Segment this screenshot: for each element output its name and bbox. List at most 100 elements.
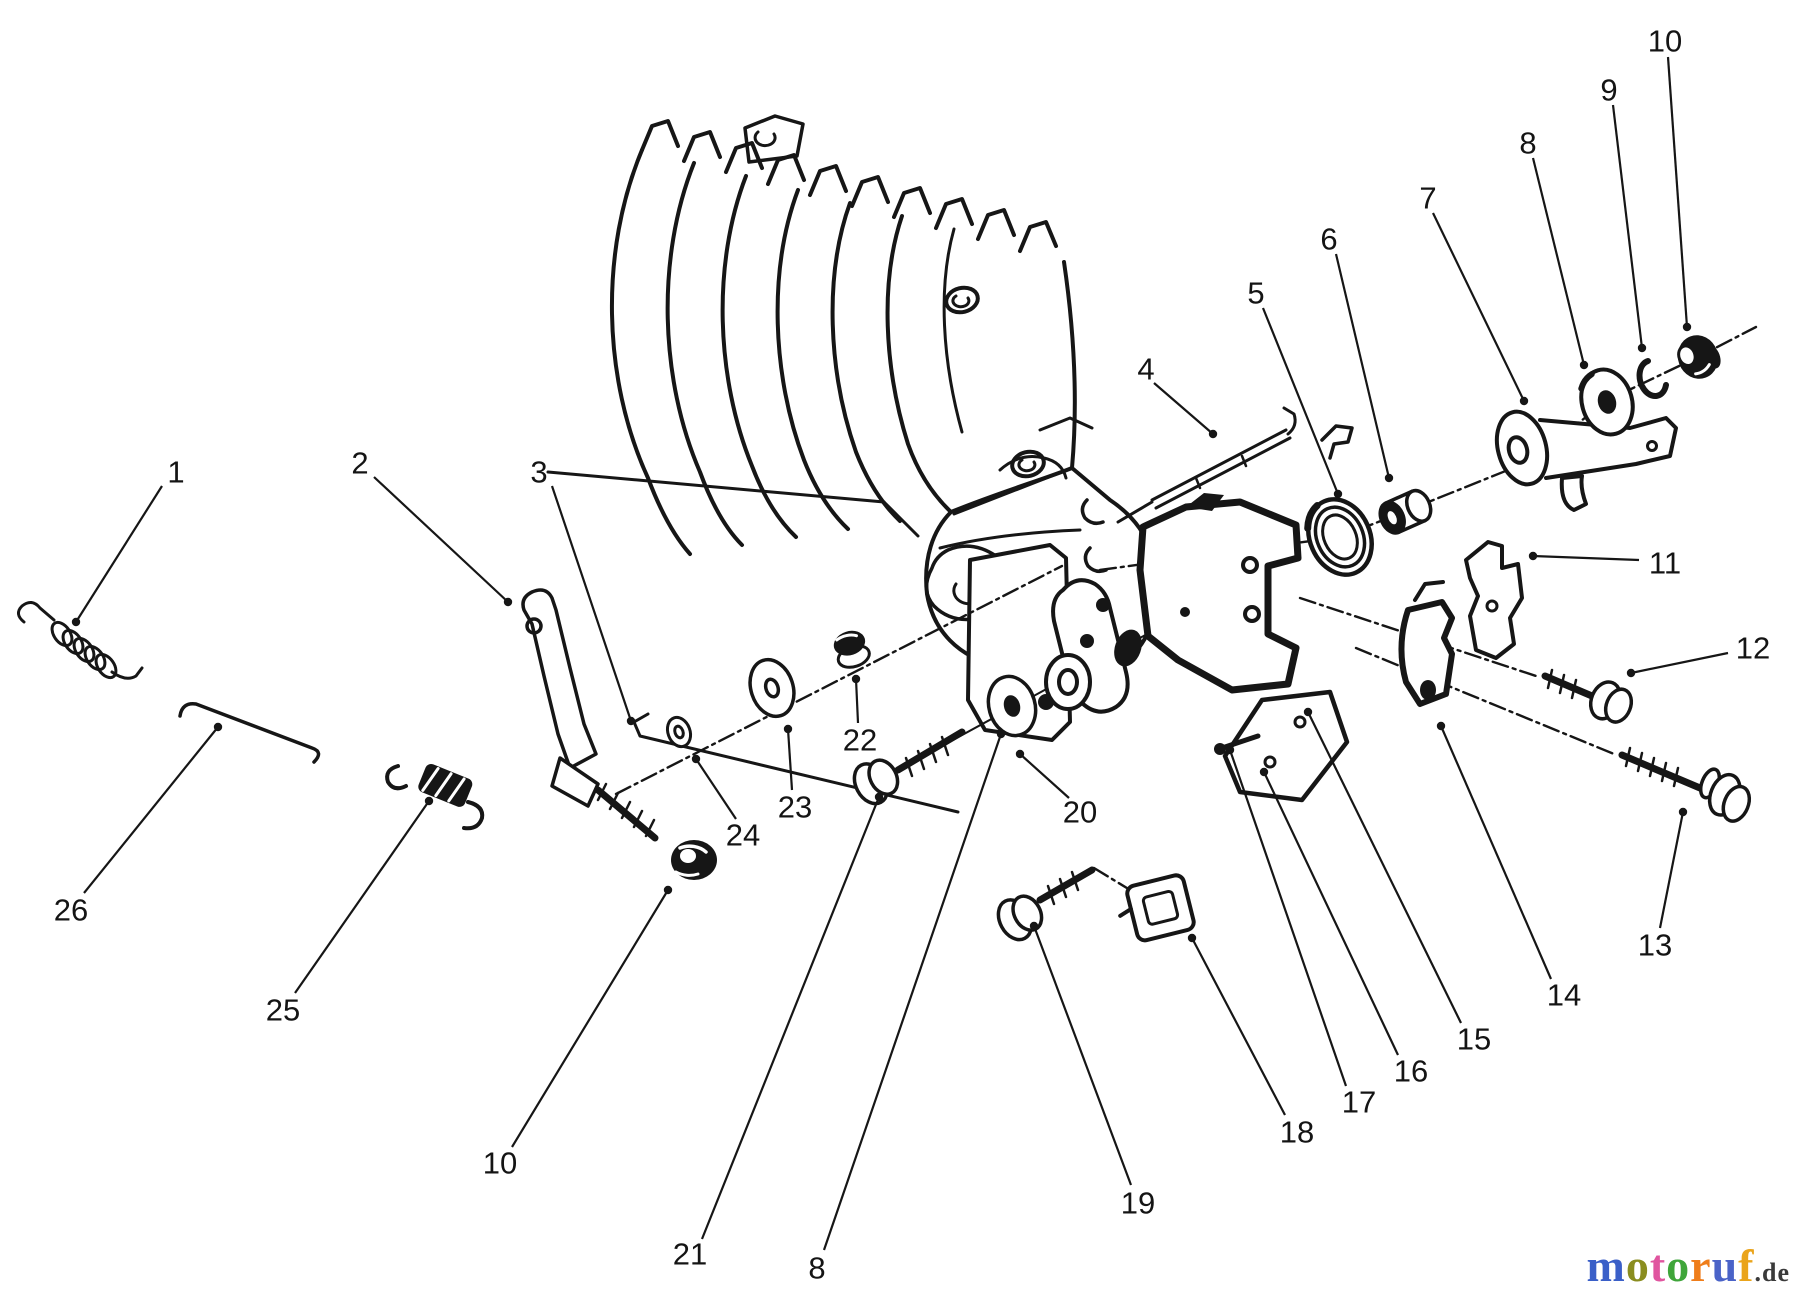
leader-dot xyxy=(1528,551,1538,561)
leader-line xyxy=(75,485,163,623)
part-number-label: 8 xyxy=(808,1251,825,1286)
leader-dot xyxy=(1259,767,1269,777)
leader-line xyxy=(1261,307,1340,495)
leader-line xyxy=(1334,253,1391,479)
leader-dot xyxy=(874,792,884,802)
leader-dot xyxy=(1333,489,1343,499)
part-governor-bracket xyxy=(1136,493,1302,694)
callout-17: 17 xyxy=(1225,745,1376,1120)
callout-12: 12 xyxy=(1626,631,1770,678)
leader-dot xyxy=(1436,721,1446,731)
callout-13: 13 xyxy=(1638,807,1688,963)
part-clamp-18 xyxy=(1118,873,1196,943)
callout-25: 25 xyxy=(266,796,434,1028)
callout-7: 7 xyxy=(1419,181,1529,406)
part-number-label: 16 xyxy=(1394,1054,1428,1089)
leader-line xyxy=(1532,554,1640,562)
watermark-letter: f xyxy=(1738,1240,1755,1291)
leader-line xyxy=(1032,925,1133,1186)
leader-dot xyxy=(1519,396,1529,406)
callout-15: 15 xyxy=(1303,707,1491,1057)
watermark-suffix: .de xyxy=(1754,1258,1790,1287)
part-spring-cup-5 xyxy=(1304,497,1374,577)
part-number-label: 5 xyxy=(1247,276,1264,311)
leader-line xyxy=(1666,56,1689,328)
watermark-letter: o xyxy=(1666,1240,1691,1291)
callout-16: 16 xyxy=(1259,767,1428,1089)
leader-dot xyxy=(1029,921,1039,931)
leader-dot xyxy=(1015,749,1025,759)
leader-line xyxy=(1439,725,1553,980)
leader-dot xyxy=(1678,807,1688,817)
callout-1: 1 xyxy=(71,455,185,627)
part-number-label: 10 xyxy=(483,1146,517,1181)
watermark-letter: m xyxy=(1586,1240,1626,1291)
part-nut-22 xyxy=(833,630,871,669)
leader-dot xyxy=(663,885,673,895)
leader-dot xyxy=(1682,322,1692,332)
part-number-label: 13 xyxy=(1638,928,1672,963)
callout-18: 18 xyxy=(1187,933,1314,1150)
part-number-label: 7 xyxy=(1419,181,1436,216)
part-governor-lever-20 xyxy=(1044,578,1142,714)
callout-10-dup: 10 xyxy=(483,885,673,1181)
part-number-label: 11 xyxy=(1649,546,1681,581)
part-number-label: 19 xyxy=(1121,1186,1155,1221)
part-governor-link-4 xyxy=(1116,406,1297,524)
part-bracket-11 xyxy=(1464,540,1524,660)
leader-line xyxy=(83,726,219,894)
leader-dot xyxy=(1187,933,1197,943)
part-washer-24 xyxy=(665,715,693,749)
callout-9: 9 xyxy=(1600,73,1647,353)
leader-dot xyxy=(783,724,793,734)
leader-line xyxy=(1658,811,1685,929)
leader-dot xyxy=(1208,429,1218,439)
callout-8: 8 xyxy=(1519,126,1589,370)
part-clamp-14 xyxy=(1398,580,1455,707)
part-number-label: 2 xyxy=(351,446,368,481)
callout-8-dup: 8 xyxy=(808,729,1006,1286)
leader-line xyxy=(854,678,860,724)
leader-line xyxy=(1228,749,1348,1087)
callout-14: 14 xyxy=(1436,721,1581,1013)
leader-line xyxy=(1531,157,1586,366)
part-number-label: 14 xyxy=(1547,978,1581,1013)
leader-dot xyxy=(71,617,81,627)
callout-23: 23 xyxy=(778,724,812,825)
callout-21: 21 xyxy=(673,792,884,1272)
callout-20: 20 xyxy=(1015,749,1097,830)
part-lock-washer-9 xyxy=(1636,358,1669,399)
callout-10: 10 xyxy=(1648,24,1692,332)
part-number-label: 24 xyxy=(726,818,760,853)
leader-line xyxy=(822,733,1003,1251)
leader-dot xyxy=(1225,745,1235,755)
callout-2: 2 xyxy=(351,446,513,607)
callout-11: 11 xyxy=(1528,546,1681,581)
part-screw-12 xyxy=(1541,668,1634,724)
leader-dot xyxy=(851,674,861,684)
callout-5: 5 xyxy=(1247,276,1343,499)
callout-26: 26 xyxy=(54,722,223,928)
leader-dot xyxy=(691,754,701,764)
callout-24: 24 xyxy=(691,754,760,853)
part-bolt-13 xyxy=(1618,746,1752,823)
leader-line xyxy=(1153,382,1214,435)
part-number-label: 4 xyxy=(1137,352,1154,387)
part-governor-rod-26 xyxy=(178,702,321,764)
leader-line xyxy=(511,889,669,1148)
leader-dot xyxy=(1626,668,1636,678)
part-locknut-10-lower xyxy=(671,840,717,880)
part-throttle-link-3 xyxy=(632,712,960,814)
leader-dot xyxy=(424,796,434,806)
callout-3: 3 xyxy=(530,455,636,726)
part-number-label: 26 xyxy=(54,893,88,928)
part-washer-8-upper xyxy=(1578,367,1635,437)
callout-22: 22 xyxy=(843,674,877,758)
part-bolt-19 xyxy=(996,866,1096,942)
part-number-label: 17 xyxy=(1342,1085,1376,1120)
part-number-label: 20 xyxy=(1063,795,1097,830)
leader-dot xyxy=(626,716,636,726)
part-number-label: 9 xyxy=(1600,73,1617,108)
